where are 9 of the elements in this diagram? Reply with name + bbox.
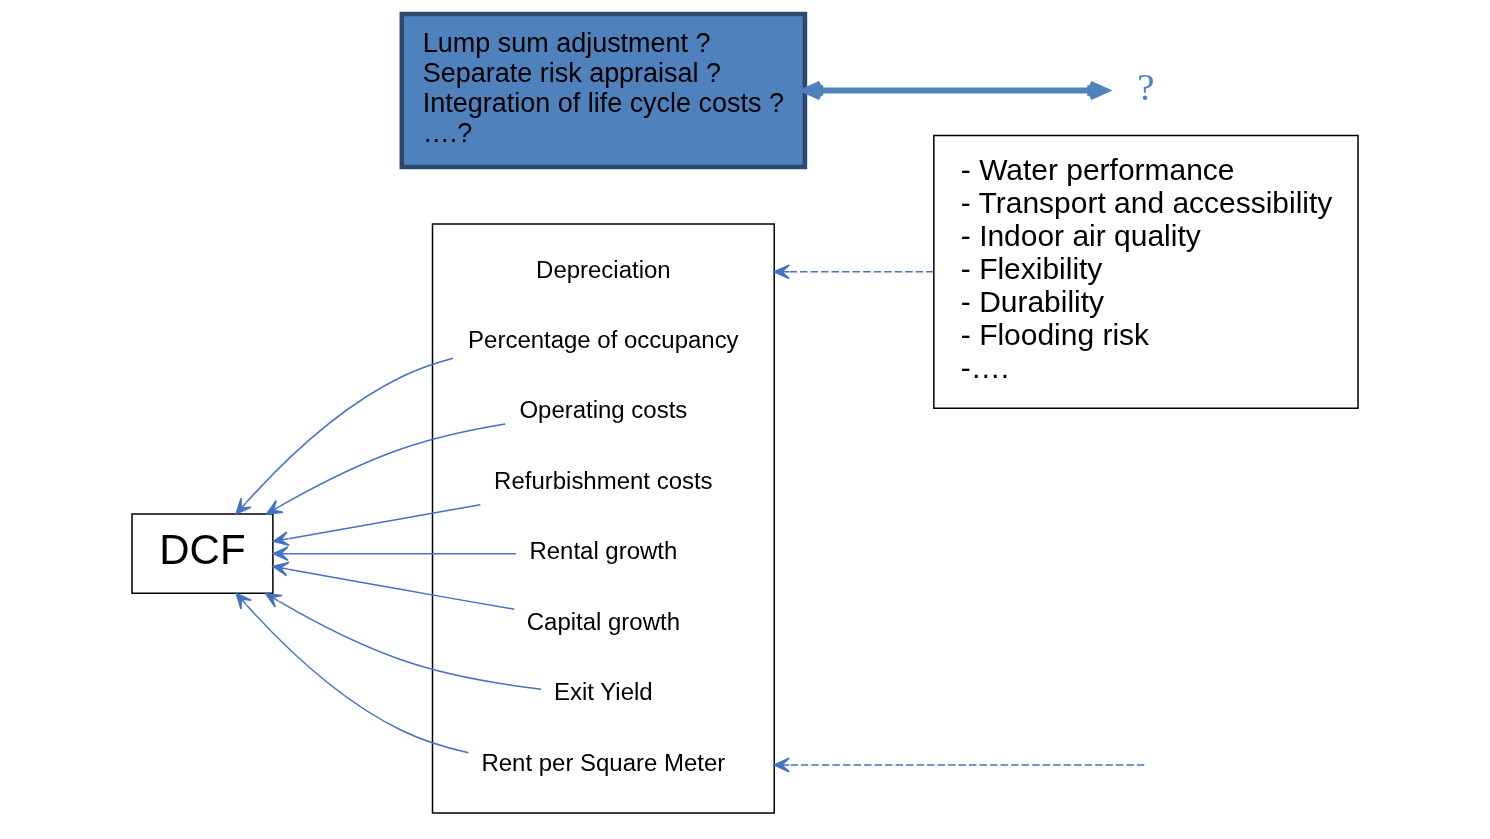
node-text: Refurbishment costs	[494, 466, 713, 494]
node-text: ?	[1137, 64, 1155, 108]
node-text: Percentage of occupancy	[468, 326, 739, 354]
node-text: Rental growth	[529, 537, 678, 565]
node-text: Exit Yield	[554, 678, 653, 706]
node-text: Capital growth	[526, 607, 680, 635]
node-text: Rent per Square Meter	[481, 748, 726, 776]
node-text: Operating costs	[519, 396, 688, 424]
node-text: Depreciation	[536, 255, 671, 283]
